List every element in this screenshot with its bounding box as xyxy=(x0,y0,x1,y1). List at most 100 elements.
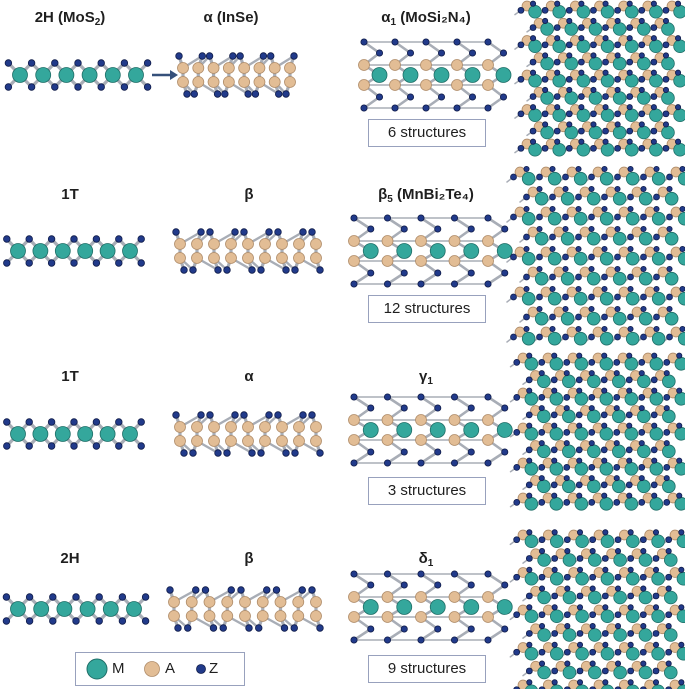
a-atom xyxy=(242,435,254,447)
z-atom xyxy=(638,405,645,412)
metal-atom xyxy=(588,665,602,680)
z-atom xyxy=(553,24,561,31)
z-atom xyxy=(25,442,33,450)
z-atom xyxy=(51,83,59,91)
metal-atom xyxy=(54,426,71,442)
metal-atom xyxy=(547,251,562,266)
z-atom xyxy=(563,394,571,401)
a-atom xyxy=(482,414,494,426)
z-atom xyxy=(229,52,237,60)
z-atom xyxy=(651,352,658,359)
metal-atom xyxy=(126,601,142,617)
z-atom xyxy=(627,630,635,637)
a-atom xyxy=(177,62,189,74)
z-atom xyxy=(576,352,583,359)
metal-atom xyxy=(673,108,685,123)
z-atom xyxy=(308,586,316,594)
a-atom xyxy=(381,434,394,446)
z-atom xyxy=(627,245,634,253)
z-atom xyxy=(551,422,558,429)
z-atom xyxy=(115,259,123,267)
z-atom xyxy=(510,213,517,221)
z-atom xyxy=(554,35,561,42)
a-atom xyxy=(605,266,617,278)
z-atom xyxy=(578,69,585,76)
a-atom xyxy=(415,434,427,446)
label-r4-mx2: 2H xyxy=(60,550,80,567)
metal-atom xyxy=(624,73,639,88)
a-atom xyxy=(451,59,463,71)
a-atom xyxy=(242,238,254,250)
metal-atom xyxy=(573,251,588,266)
metal-atom xyxy=(662,479,676,494)
z-atom xyxy=(638,86,645,93)
z-atom xyxy=(666,293,673,301)
z-atom xyxy=(562,253,569,261)
z-atom xyxy=(562,185,569,193)
a-atom xyxy=(348,591,360,603)
z-atom xyxy=(95,617,103,625)
z-atom xyxy=(639,573,647,581)
z-atom xyxy=(554,0,561,7)
a-atom xyxy=(566,326,578,338)
z-atom xyxy=(653,205,660,213)
z-atom xyxy=(575,313,582,321)
metal-atom xyxy=(562,479,576,494)
z-atom xyxy=(291,449,299,457)
z-atom xyxy=(578,104,585,111)
z-atom xyxy=(589,623,596,630)
z-atom xyxy=(614,6,621,14)
z-atom xyxy=(663,370,670,377)
mx2-structure xyxy=(3,235,145,267)
z-atom xyxy=(542,52,549,59)
z-atom xyxy=(530,104,537,111)
z-atom xyxy=(588,359,596,366)
z-atom xyxy=(400,448,408,456)
metal-atom xyxy=(560,231,575,246)
metal-atom xyxy=(550,534,564,549)
z-atom xyxy=(588,213,595,221)
metal-atom xyxy=(599,251,614,266)
z-atom xyxy=(92,235,101,243)
metal-atom xyxy=(525,684,538,689)
z-atom xyxy=(562,265,569,273)
a-atom xyxy=(177,76,189,88)
metal-atom xyxy=(649,392,664,406)
a-atom xyxy=(448,591,461,603)
metal-atom xyxy=(600,39,615,54)
z-atom xyxy=(588,475,595,482)
z-atom xyxy=(538,359,546,366)
z-atom xyxy=(676,352,683,359)
a-atom xyxy=(527,186,539,198)
z-atom xyxy=(626,457,633,464)
z-atom xyxy=(602,138,609,145)
z-atom xyxy=(434,581,442,589)
z-atom xyxy=(417,393,425,401)
z-atom xyxy=(590,6,597,14)
z-atom xyxy=(652,592,660,600)
z-atom xyxy=(172,411,180,419)
z-atom xyxy=(639,611,647,619)
z-atom xyxy=(554,138,561,145)
z-atom xyxy=(576,630,584,637)
metal-atom xyxy=(637,91,651,105)
z-atom xyxy=(513,573,521,581)
legend: M A Z xyxy=(75,652,245,686)
z-atom xyxy=(484,38,492,46)
z-atom xyxy=(652,641,660,648)
metal-atom xyxy=(588,91,603,105)
z-atom xyxy=(180,266,188,274)
a-atom xyxy=(592,286,604,298)
label-r2-mx2: 1T xyxy=(61,186,79,203)
z-atom xyxy=(529,58,537,66)
z-atom xyxy=(602,69,609,76)
z-atom xyxy=(70,259,78,267)
z-atom xyxy=(538,536,546,544)
z-atom xyxy=(613,440,620,447)
metal-atom xyxy=(674,462,685,476)
a-atom xyxy=(618,166,630,178)
z-atom xyxy=(434,225,442,233)
z-atom xyxy=(367,225,375,233)
z-atom xyxy=(576,387,583,394)
z-atom xyxy=(651,387,658,394)
